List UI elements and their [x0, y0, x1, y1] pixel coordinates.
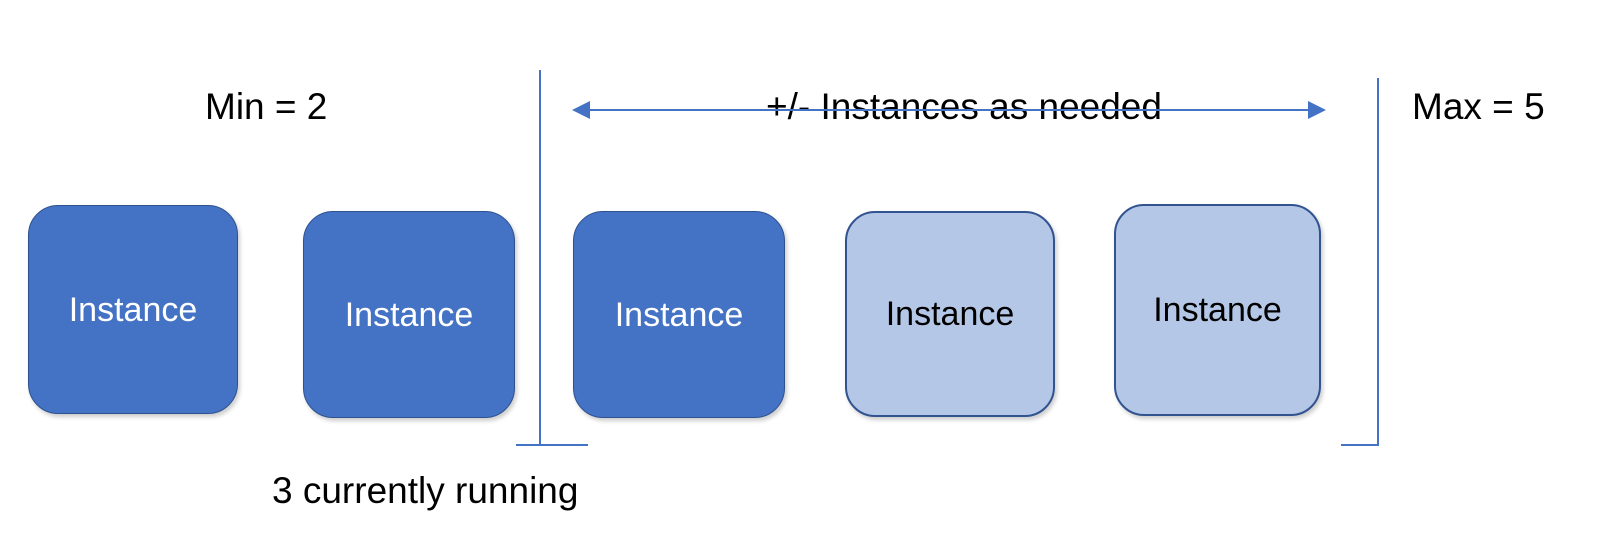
max-instances-label: Max = 5 [1412, 86, 1545, 127]
instance-box-5[interactable]: Instance [1114, 204, 1321, 416]
max-boundary-tick [1341, 444, 1379, 446]
max-boundary-bracket-line [1377, 78, 1379, 445]
instance-box-label: Instance [344, 295, 474, 334]
instance-box-label: Instance [68, 290, 198, 329]
scaling-range-double-arrow [572, 101, 1326, 119]
instance-box-label: Instance [885, 295, 1015, 333]
instance-box-1[interactable]: Instance [28, 205, 238, 414]
instance-box-3[interactable]: Instance [573, 211, 785, 418]
min-boundary-tick [516, 444, 588, 446]
instance-box-label: Instance [614, 295, 744, 334]
instance-box-4[interactable]: Instance [845, 211, 1055, 417]
scaling-range-label: +/- Instances as needed [766, 86, 1162, 127]
min-instances-label: Min = 2 [205, 86, 328, 127]
currently-running-label: 3 currently running [272, 470, 579, 511]
instance-box-2[interactable]: Instance [303, 211, 515, 418]
min-boundary-divider-line [539, 70, 541, 445]
instance-box-label: Instance [1153, 291, 1282, 329]
